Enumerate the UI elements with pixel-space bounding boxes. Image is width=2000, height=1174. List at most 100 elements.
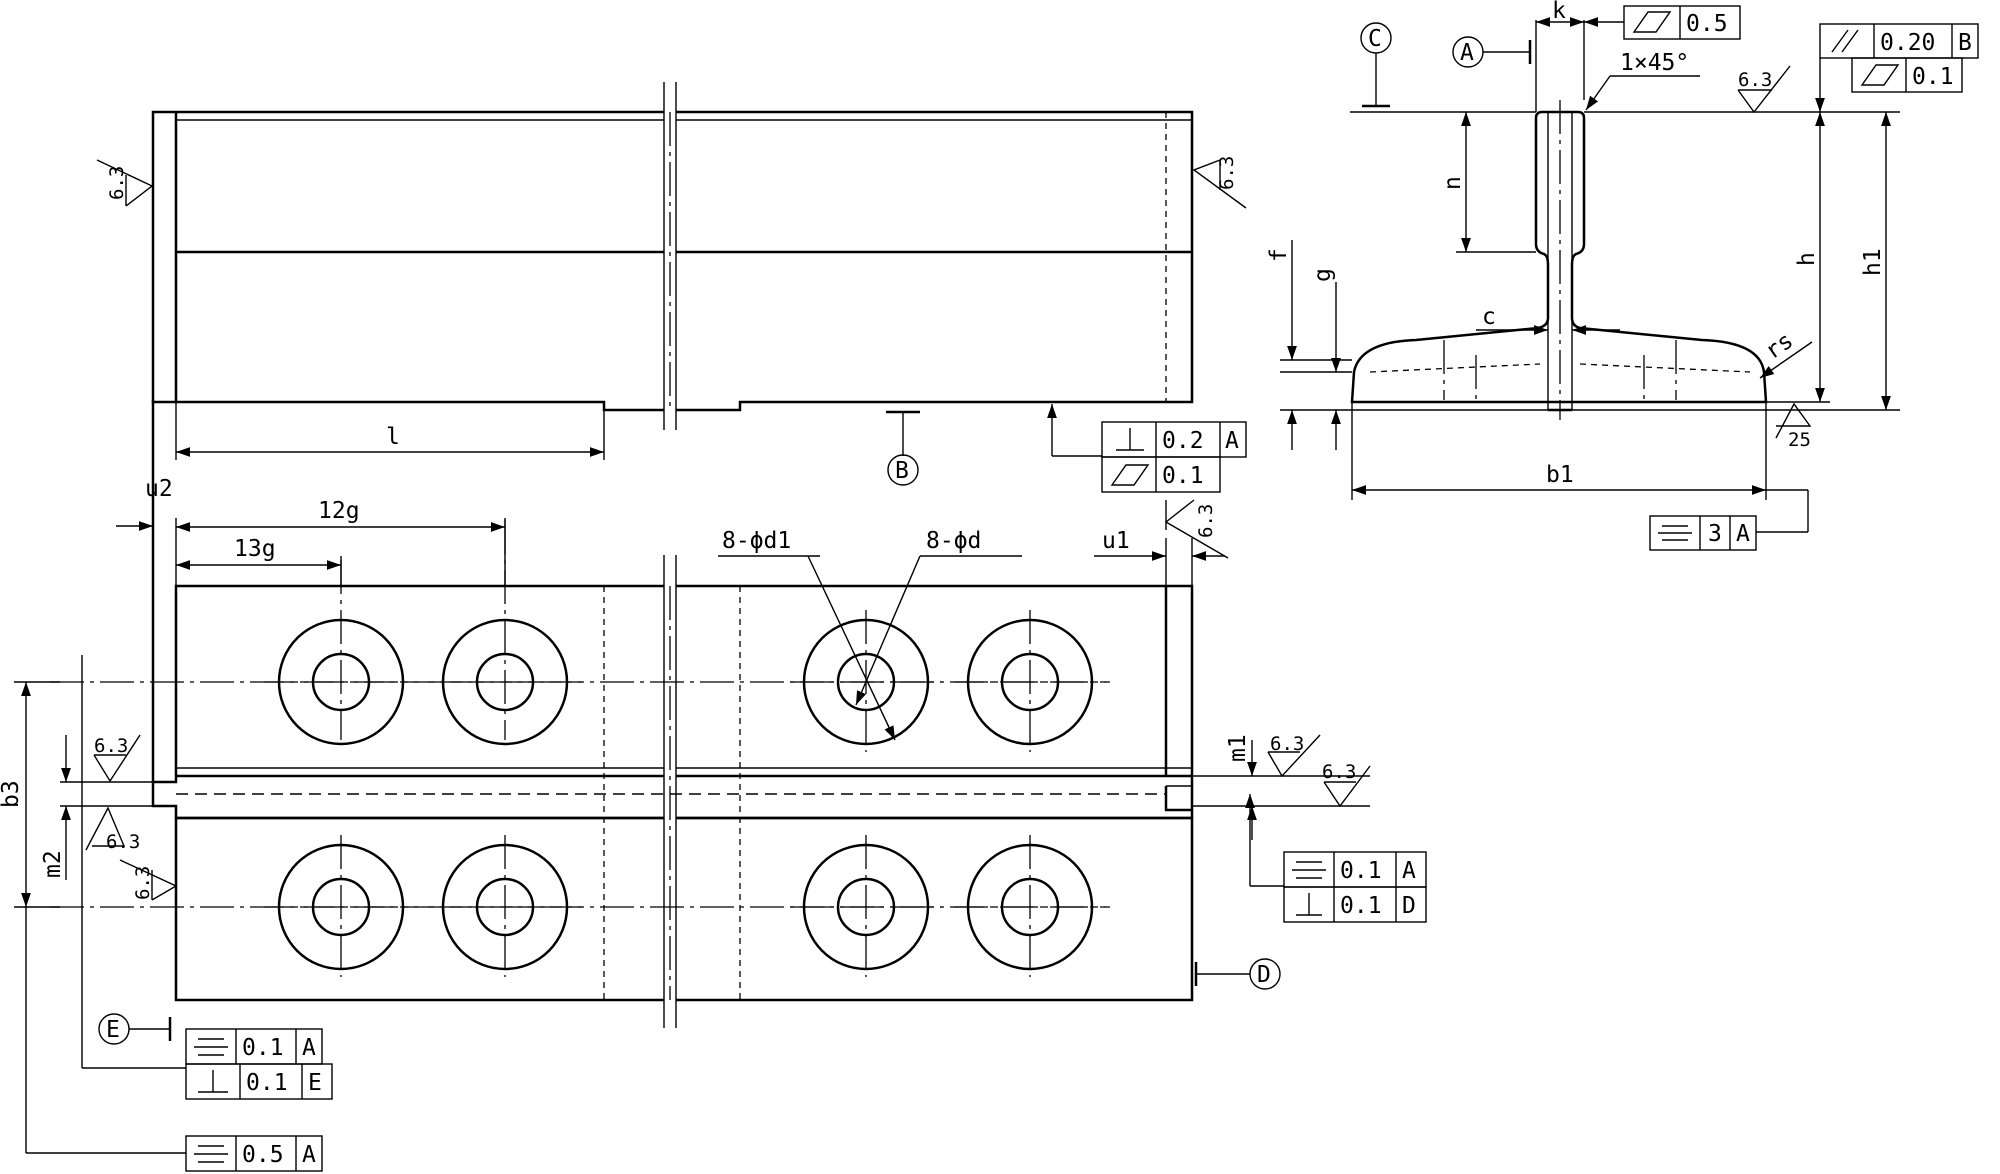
roughness-symbol: 6.3	[1164, 499, 1229, 559]
tolerance-value: 0.2	[1162, 428, 1204, 454]
leader-line	[1245, 794, 1284, 887]
dimension-label: m1	[1225, 734, 1251, 762]
datum-letter: C	[1368, 26, 1382, 52]
dimension-f: f	[1266, 240, 1297, 450]
dimension-label: 1×45°	[1620, 50, 1689, 76]
roughness-value: 6.3	[1738, 69, 1772, 91]
dimension-label: 8-ϕd1	[722, 528, 791, 554]
top-view-outline	[151, 82, 1194, 430]
dimension-label: 8-ϕd	[926, 528, 981, 554]
perpendicularity-icon	[198, 1070, 228, 1093]
roughness-value: 6.3	[1270, 733, 1304, 755]
bolt-hole	[954, 610, 1106, 752]
dimension-c: c	[1476, 304, 1620, 335]
fcf-parallelism: 0.20 B	[1815, 23, 1979, 112]
section-profile	[1350, 100, 1768, 420]
datum-letter: E	[106, 1017, 120, 1043]
plan-view-outline	[151, 400, 1194, 1028]
datum-a: A	[1452, 36, 1532, 68]
tolerance-value: 0.5	[1686, 11, 1728, 37]
roughness-value: 6.3	[106, 831, 140, 853]
dimension-label: l	[386, 424, 400, 450]
tolerance-value: 0.20	[1880, 30, 1935, 56]
callout-d: 8-ϕd	[855, 528, 1022, 706]
dimension-label: u1	[1102, 528, 1130, 554]
chamfer-callout: 1×45°	[1585, 50, 1700, 111]
datum-letter: A	[1460, 40, 1474, 66]
dimension-label: u2	[145, 476, 173, 502]
symmetry-icon	[1292, 861, 1326, 879]
roughness-value: 25	[1788, 429, 1811, 451]
dimension-k: k	[1535, 0, 1585, 112]
dimension-label: 12g	[318, 498, 360, 524]
roughness-symbol: 6.3	[1322, 761, 1371, 808]
fcf-perpendicularity: 0.1 E	[185, 1063, 333, 1100]
roughness-symbol: 6.3	[119, 859, 178, 901]
parallelism-icon	[1831, 29, 1859, 53]
datum-ref: A	[1402, 858, 1416, 884]
top-view: 6.3 6.3 l B	[96, 82, 1247, 493]
dimension-b1: b1	[1351, 410, 1767, 500]
datum-e: E	[98, 1013, 172, 1045]
roughness-symbol: 6.3	[1737, 65, 1791, 114]
flatness-icon	[1632, 11, 1672, 33]
dimension-label: h	[1794, 252, 1820, 266]
roughness-value: 6.3	[1322, 761, 1356, 783]
bolt-hole	[790, 835, 942, 977]
roughness-symbol: 6.3	[85, 806, 140, 853]
bolt-hole	[277, 560, 405, 746]
dimension-g: g	[1310, 268, 1341, 450]
datum-d: D	[1194, 958, 1281, 990]
fcf-symmetry: 0.1 A	[185, 1028, 323, 1065]
roughness-value: 6.3	[1195, 504, 1217, 538]
symmetry-icon	[1658, 525, 1692, 541]
dimension-h1: h1	[1860, 112, 1891, 410]
dimension-label: b3	[0, 780, 24, 808]
dimension-l: l	[175, 402, 605, 460]
fcf-symmetry: 0.1 A	[1283, 851, 1427, 888]
datum-ref: D	[1402, 893, 1416, 919]
dimension-label: rs	[1761, 328, 1799, 365]
dimension-13g: 13g	[176, 536, 342, 586]
roughness-symbol: 6.3	[93, 734, 141, 783]
datum-c: C	[1360, 22, 1392, 108]
leader-line	[1047, 404, 1102, 457]
dimension-label: 13g	[234, 536, 276, 562]
dimension-12g: 12g	[175, 498, 506, 586]
dimension-label: f	[1266, 248, 1292, 262]
dimension-label: k	[1552, 0, 1566, 24]
bolt-hole	[264, 835, 418, 977]
tolerance-value: 3	[1708, 521, 1722, 547]
datum-letter: D	[1257, 962, 1271, 988]
tolerance-value: 0.1	[242, 1035, 284, 1061]
plan-view: 8-ϕd1 8-ϕd u2 12g 13g u	[0, 400, 1427, 1172]
bolt-hole	[428, 835, 582, 977]
datum-b: B	[886, 410, 920, 486]
datum-ref: B	[1958, 30, 1972, 56]
datum-ref: A	[1225, 428, 1239, 454]
roughness-value: 6.3	[1216, 156, 1238, 190]
roughness-symbol: 25	[1775, 402, 1812, 451]
datum-ref: A	[302, 1142, 316, 1168]
tolerance-value: 0.1	[1340, 858, 1382, 884]
dimension-m2: m2	[40, 735, 153, 880]
symmetry-icon	[194, 1145, 228, 1163]
roughness-value: 6.3	[132, 866, 154, 900]
fcf-flatness: 0.1	[1851, 57, 1963, 93]
roughness-symbol: 6.3	[1192, 156, 1247, 209]
datum-ref: A	[302, 1035, 316, 1061]
datum-ref: E	[308, 1070, 322, 1096]
fcf-flatness: 0.5	[1584, 5, 1741, 40]
roughness-symbol: 6.3	[96, 159, 154, 207]
bolt-hole	[428, 520, 582, 746]
dimension-h: h	[1766, 112, 1830, 403]
bolt-holes	[264, 520, 1106, 977]
datum-ref: A	[1736, 521, 1750, 547]
fcf-symmetry: 0.5 A	[185, 1135, 323, 1172]
flatness-icon	[1110, 464, 1150, 486]
callout-d1: 8-ϕd1	[718, 528, 896, 741]
dimension-label: b1	[1546, 462, 1574, 488]
dimension-label: c	[1482, 304, 1496, 330]
